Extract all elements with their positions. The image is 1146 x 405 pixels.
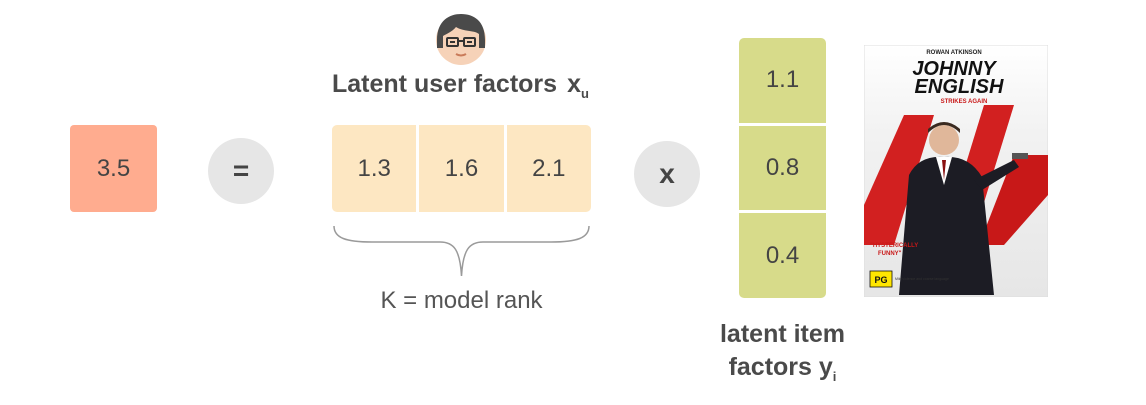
- item-factors-title-line2-row: factors yi: [690, 351, 875, 393]
- item-factors-subscript: i: [832, 369, 837, 384]
- user-factor-cell: 1.6: [419, 125, 507, 212]
- item-factors-symbol: y: [818, 353, 833, 381]
- poster-quote-line1: "HYSTERICALLY: [870, 243, 918, 249]
- user-factors-symbol: x: [567, 70, 581, 98]
- item-factor-cell: 1.1: [739, 38, 826, 126]
- item-factors-title-line1: latent item: [719, 320, 846, 348]
- multiply-operator: x: [634, 141, 700, 207]
- user-factors-subscript: u: [580, 86, 589, 101]
- item-factors-title-line2: factors: [728, 353, 812, 381]
- item-factor-cell: 0.4: [765, 241, 800, 269]
- user-factors-title-text: Latent user factors: [332, 70, 558, 98]
- rating-value-box: 3.5: [70, 125, 157, 212]
- poster-rating-badge: PG: [874, 275, 887, 285]
- model-rank-label: K = model rank: [380, 287, 543, 314]
- movie-poster-image: ROWAN ATKINSON JOHNNY ENGLISH STRIKES AG…: [864, 45, 1048, 297]
- poster-actor: ROWAN ATKINSON: [926, 50, 981, 56]
- pg-rating-badge: [869, 270, 893, 288]
- user-factor-cell: 2.1: [532, 154, 566, 182]
- item-factor-vector: 1.1 0.8 0.4: [739, 38, 826, 298]
- user-avatar-icon: [436, 14, 486, 65]
- poster-title-line2: ENGLISH: [915, 76, 1004, 98]
- equals-sign: =: [232, 155, 250, 186]
- user-factor-vector: 1.3 1.6 2.1: [332, 125, 591, 212]
- rating-value: 3.5: [96, 154, 131, 182]
- poster-title-line1: JOHNNY: [912, 58, 997, 80]
- user-factors-title: Latent user factors xu: [332, 70, 652, 101]
- item-factor-cell: 0.8: [739, 126, 826, 214]
- poster-quote-line2: FUNNY": [878, 251, 902, 257]
- multiply-sign: x: [659, 158, 675, 189]
- user-factor-cell: 1.3: [332, 125, 420, 212]
- equals-operator: =: [208, 138, 274, 204]
- poster-tagline: STRIKES AGAIN: [941, 99, 988, 105]
- curly-brace-icon: [333, 225, 590, 277]
- poster-rating-note: Mild violence and coarse language: [895, 277, 949, 281]
- item-factors-title: latent item factors yi: [690, 318, 875, 393]
